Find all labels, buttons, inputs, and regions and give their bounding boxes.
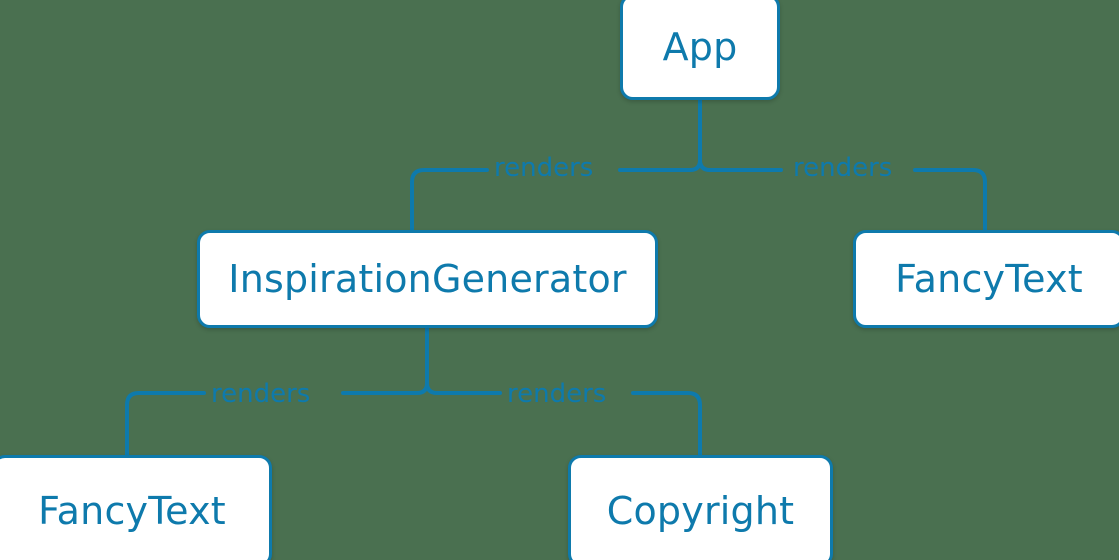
node-app-label: App xyxy=(662,25,738,69)
node-fancytext-right-label: FancyText xyxy=(895,257,1083,301)
edge-label-inspirationgenerator-to-copyright: renders xyxy=(507,379,607,409)
node-inspirationgenerator-label: InspirationGenerator xyxy=(228,257,627,301)
edge-label-app-to-inspirationgenerator: renders xyxy=(494,153,594,183)
edge-app-trunk-right xyxy=(698,98,712,172)
edge-label-inspirationgenerator-to-fancytext: renders xyxy=(211,379,311,409)
node-app[interactable]: App xyxy=(620,0,780,100)
node-fancytext-right[interactable]: FancyText xyxy=(853,230,1119,328)
node-copyright-label: Copyright xyxy=(606,489,795,533)
node-copyright[interactable]: Copyright xyxy=(568,455,833,560)
edge-inspirationgenerator-trunk xyxy=(415,326,429,395)
node-fancytext-bottom[interactable]: FancyText xyxy=(0,455,272,560)
node-inspirationgenerator[interactable]: InspirationGenerator xyxy=(197,230,658,328)
edge-app-trunk xyxy=(688,98,702,172)
node-fancytext-bottom-label: FancyText xyxy=(38,489,226,533)
edge-label-app-to-fancytext-right: renders xyxy=(793,153,893,183)
edge-inspirationgenerator-trunk-right xyxy=(425,326,439,395)
